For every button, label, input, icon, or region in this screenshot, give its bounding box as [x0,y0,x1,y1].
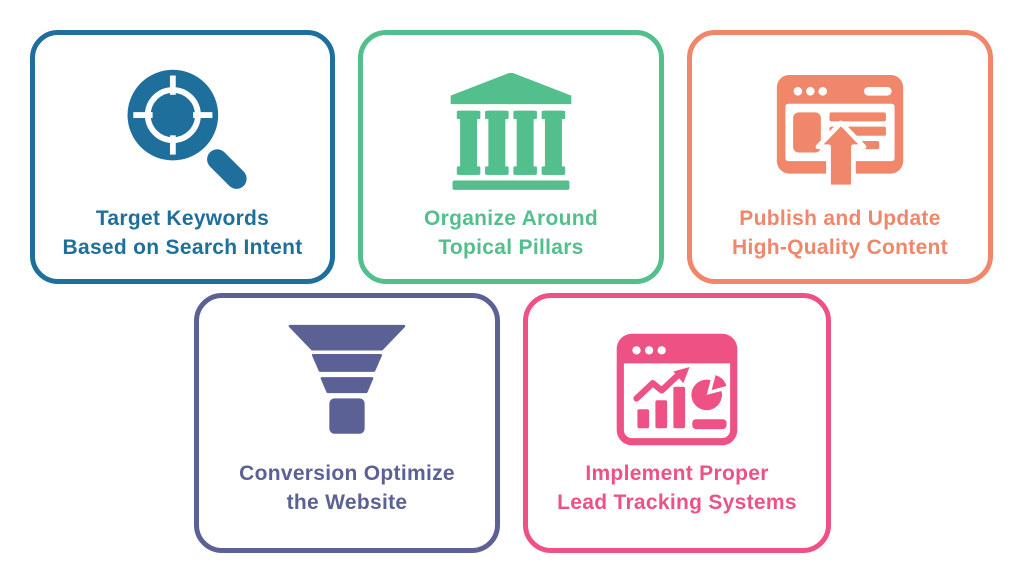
card-title-line2: Topical Pillars [438,236,584,260]
card-title-line1: Target Keywords [95,207,270,231]
card-title-line1: Publish and Update [739,207,941,231]
card-target-keywords: Target Keywords Based on Search Intent [30,30,335,284]
funnel-icon [207,318,487,460]
browser-upload-icon [700,55,980,205]
card-title-line1: Implement Proper [585,462,769,486]
card-topical-pillars: Organize Around Topical Pillars [358,30,664,284]
card-title: Target Keywords Based on Search Intent [43,205,322,263]
card-title: Conversion Optimize the Website [207,460,487,518]
card-title-line2: the Website [286,491,408,515]
card-conversion-optimize: Conversion Optimize the Website [194,293,500,553]
card-title-line2: Based on Search Intent [62,236,303,260]
card-title: Implement Proper Lead Tracking Systems [536,460,818,518]
card-lead-tracking: Implement Proper Lead Tracking Systems [523,293,831,553]
search-target-icon [43,55,322,205]
dashboard-analytics-icon [536,318,818,460]
card-title-line2: Lead Tracking Systems [557,491,797,515]
card-title-line2: High-Quality Content [732,236,948,260]
card-title-line1: Organize Around [423,207,599,231]
card-title: Organize Around Topical Pillars [371,205,651,263]
card-publish-content: Publish and Update High-Quality Content [687,30,993,284]
pillars-icon [371,55,651,205]
card-title: Publish and Update High-Quality Content [700,205,980,263]
card-title-line1: Conversion Optimize [239,462,455,486]
